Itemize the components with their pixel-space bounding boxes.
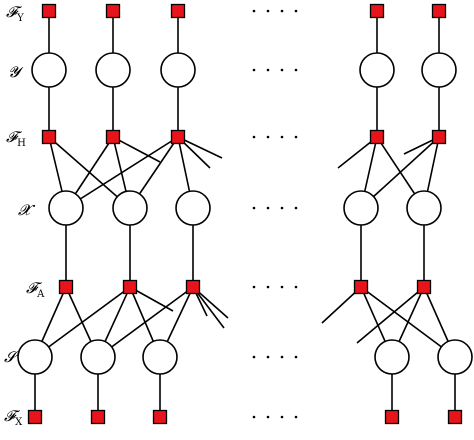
ellipsis-dot: [294, 68, 298, 72]
factor-node-fx-1: [27, 409, 43, 425]
label-f-x: 𝓕X: [4, 407, 23, 428]
edge: [356, 286, 425, 344]
ellipsis-dot: [252, 68, 256, 72]
var-node-y-2: [95, 52, 131, 88]
edge: [112, 136, 161, 163]
factor-node-fy-4: [369, 3, 385, 19]
factor-node-fh-5: [431, 129, 447, 145]
ellipsis-dot: [252, 135, 256, 139]
var-node-y-5: [421, 52, 457, 88]
factor-node-fa-1: [58, 279, 74, 295]
factor-node-fa-5: [416, 279, 432, 295]
var-node-y-4: [359, 52, 395, 88]
variable-nodes: [17, 52, 473, 375]
ellipsis-dot: [252, 355, 256, 359]
ellipsis-dot: [280, 355, 284, 359]
ellipsis-dot: [252, 9, 256, 13]
edge: [177, 136, 223, 159]
ellipsis-dot: [294, 206, 298, 210]
factor-nodes: [27, 3, 463, 425]
label-f-y: 𝓕Y: [6, 3, 24, 24]
var-node-x-1: [48, 190, 84, 226]
var-node-x-5: [406, 190, 442, 226]
var-node-s-1: [17, 339, 53, 375]
label-f-h: 𝓕H: [6, 128, 26, 149]
ellipsis-dot: [294, 135, 298, 139]
factor-node-fh-3: [170, 129, 186, 145]
ellipsis-dot: [266, 415, 270, 419]
factor-node-fa-2: [122, 279, 138, 295]
ellipsis-dot: [294, 285, 298, 289]
var-node-s-2: [80, 339, 116, 375]
ellipsis-dot: [280, 135, 284, 139]
ellipsis-dot: [280, 285, 284, 289]
ellipsis-dot: [266, 9, 270, 13]
factor-node-fh-2: [105, 129, 121, 145]
label-y: 𝓨: [8, 63, 24, 81]
ellipsis-dot: [266, 285, 270, 289]
ellipsis-dot: [294, 415, 298, 419]
factor-node-fh-4: [369, 129, 385, 145]
var-node-x-2: [112, 190, 148, 226]
factor-node-fx-2: [90, 409, 106, 425]
var-node-y-1: [31, 52, 67, 88]
factor-node-fy-2: [105, 3, 121, 19]
factor-node-fh-1: [41, 129, 57, 145]
ellipsis-dot: [294, 9, 298, 13]
ellipsis-dot: [280, 68, 284, 72]
edge: [65, 136, 179, 209]
factor-node-fx-5: [447, 409, 463, 425]
label-x: 𝓧: [18, 201, 36, 219]
factor-node-fy-3: [170, 3, 186, 19]
edge: [97, 286, 194, 358]
var-node-s-4: [374, 339, 410, 375]
factor-node-fa-4: [353, 279, 369, 295]
label-f-a: 𝓕A: [26, 279, 45, 300]
ellipsis-dot: [266, 68, 270, 72]
ellipsis-dots: [252, 9, 298, 419]
ellipsis-dot: [280, 206, 284, 210]
ellipsis-dot: [266, 355, 270, 359]
factor-node-fx-3: [152, 409, 168, 425]
ellipsis-dot: [280, 415, 284, 419]
factor-node-fa-3: [185, 279, 201, 295]
edge: [34, 286, 131, 358]
ellipsis-dot: [252, 206, 256, 210]
ellipsis-dot: [266, 135, 270, 139]
var-node-s-3: [142, 339, 178, 375]
factor-node-fx-4: [384, 409, 400, 425]
var-node-x-4: [343, 190, 379, 226]
var-node-x-3: [175, 190, 211, 226]
factor-node-fy-1: [41, 3, 57, 19]
var-node-s-5: [437, 339, 473, 375]
ellipsis-dot: [294, 355, 298, 359]
ellipsis-dot: [252, 415, 256, 419]
var-node-y-3: [160, 52, 196, 88]
factor-node-fy-5: [431, 3, 447, 19]
ellipsis-dot: [252, 285, 256, 289]
ellipsis-dot: [280, 9, 284, 13]
ellipsis-dot: [266, 206, 270, 210]
